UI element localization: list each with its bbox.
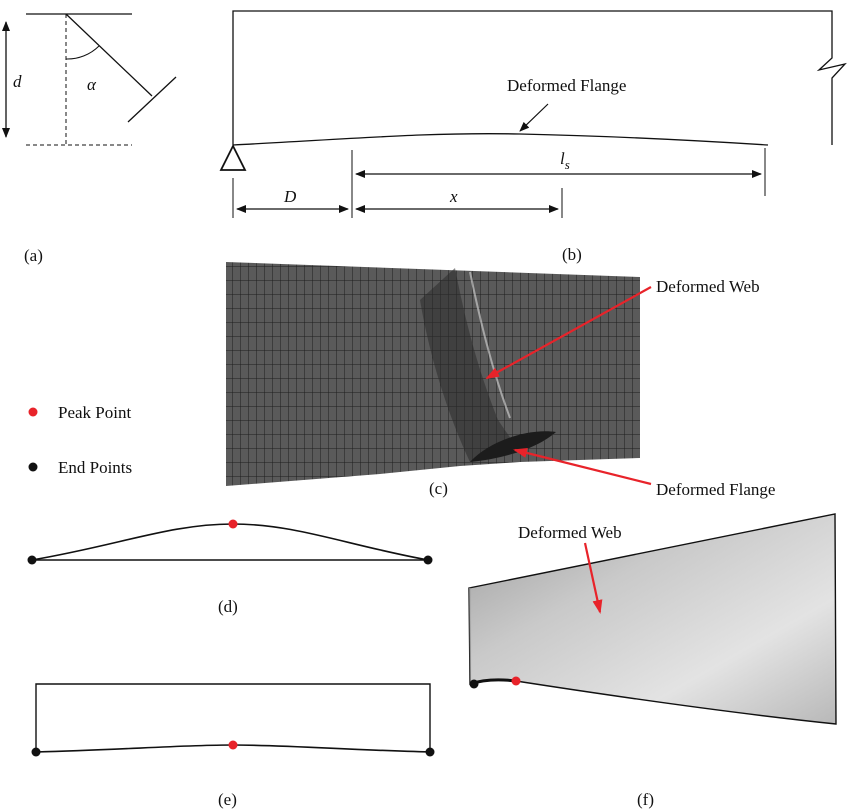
peak-point-label: Peak Point: [58, 403, 131, 422]
end-points-label: End Points: [58, 458, 132, 477]
caption-b: (b): [562, 245, 582, 264]
caption-d: (d): [218, 597, 238, 616]
beam-outline: [232, 10, 847, 145]
support-triangle: [219, 143, 247, 171]
web-outline-e: [35, 683, 431, 752]
D-symbol: D: [283, 187, 297, 206]
peak-point-d: [228, 519, 238, 529]
end-point-left-d: [27, 555, 37, 565]
deformed-curve-d: [31, 523, 429, 561]
alpha-arc: [65, 45, 100, 60]
panel-f: Deformed Web (f): [468, 513, 837, 809]
end-point-left-e: [31, 747, 41, 757]
caption-e: (e): [218, 790, 237, 809]
end-point-right-d: [423, 555, 433, 565]
alpha-symbol: α: [87, 75, 97, 94]
deformed-flange-arrow-c: [513, 448, 652, 486]
panel-c: Deformed Web Deformed Flange (c): [226, 262, 775, 499]
ls-symbol: ls: [560, 149, 570, 172]
peak-point-e: [228, 740, 238, 750]
peak-point-f: [511, 676, 521, 686]
fe-mesh-web: [226, 262, 640, 486]
legend: Peak Point End Points: [28, 403, 132, 477]
deformed-web-label-f: Deformed Web: [518, 523, 622, 542]
inclined-end-bar: [127, 76, 177, 123]
panel-e: (e): [31, 683, 435, 809]
deformed-flange-curve: [232, 133, 769, 146]
flange-pointer-arrow: [519, 103, 549, 132]
caption-c: (c): [429, 479, 448, 498]
fe-mesh-deformed-flange: [470, 431, 556, 462]
end-point-right-e: [425, 747, 435, 757]
panel-a: d α (a): [2, 13, 177, 265]
inclined-line: [65, 13, 153, 97]
caption-a: (a): [24, 246, 43, 265]
shaded-web-edge-f: [469, 585, 492, 684]
d-symbol: d: [13, 72, 22, 91]
panel-d: (d): [27, 519, 433, 616]
caption-f: (f): [637, 790, 654, 809]
deformed-web-label-c: Deformed Web: [656, 277, 760, 296]
panel-b: Deformed Flange ls D x (b): [219, 10, 847, 264]
fe-mesh-buckle-shadow: [420, 268, 520, 462]
end-points-marker: [28, 462, 38, 472]
shaded-web-f: [468, 513, 837, 725]
deformed-web-arrow-c: [485, 286, 652, 379]
peak-point-marker: [28, 407, 38, 417]
fe-mesh-fold-highlight: [469, 271, 511, 419]
x-symbol: x: [449, 187, 458, 206]
end-point-f: [469, 679, 479, 689]
deformed-flange-label-b: Deformed Flange: [507, 76, 626, 95]
deformed-web-arrow-f: [583, 542, 603, 614]
deformed-flange-label-c: Deformed Flange: [656, 480, 775, 499]
